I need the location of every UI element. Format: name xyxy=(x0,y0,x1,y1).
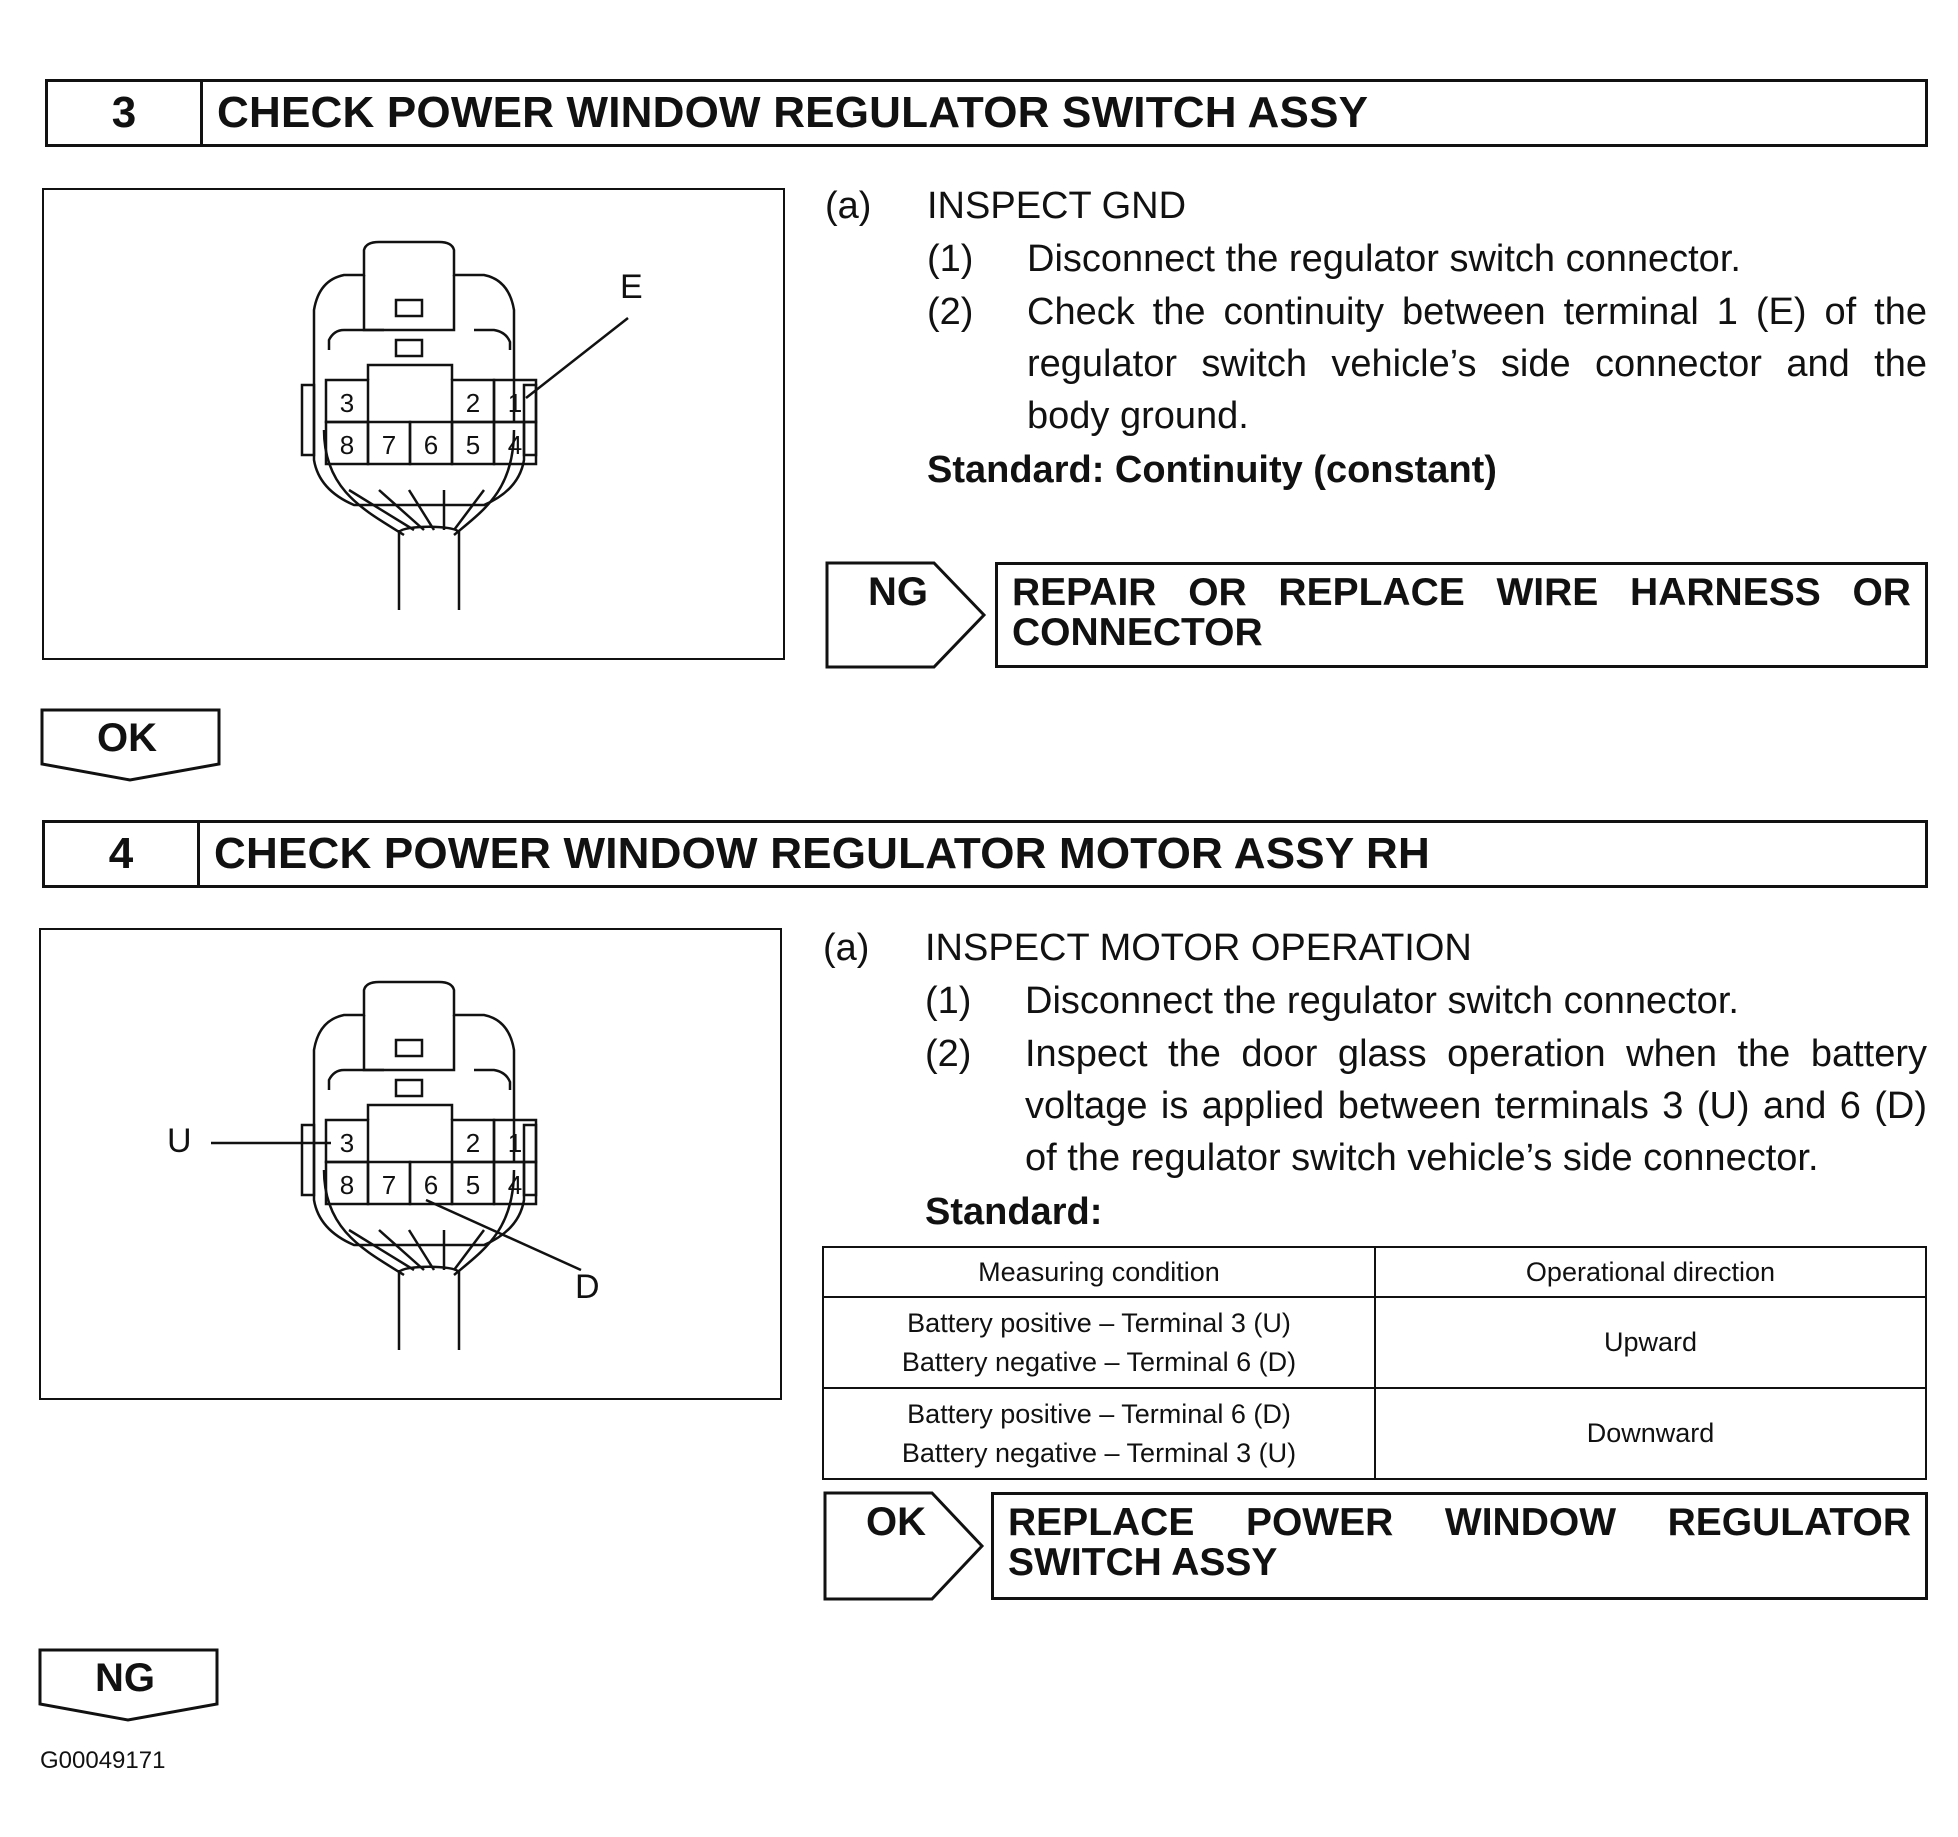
step-4-substep-title: INSPECT MOTOR OPERATION xyxy=(925,927,1472,969)
pin-label: 1 xyxy=(507,388,523,418)
table-row: Battery positive – Terminal 6 (D) Batter… xyxy=(822,1387,1927,1480)
step-4-ok-arrow-tab xyxy=(823,1491,985,1601)
pin-label: 3 xyxy=(339,388,355,418)
condition-line: Battery negative – Terminal 6 (D) xyxy=(901,1346,1297,1377)
result-word: WIRE xyxy=(1496,571,1599,614)
result-word: REPAIR xyxy=(1012,571,1157,614)
standard-table: Measuring condition Operational directio… xyxy=(822,1246,1927,1480)
step-3-instruction-1: Disconnect the regulator switch connecto… xyxy=(1027,238,1741,280)
table-cell-condition: Battery positive – Terminal 3 (U) Batter… xyxy=(822,1296,1376,1389)
step-4-instruction-2-num: (2) xyxy=(925,1033,972,1075)
table-cell-direction: Downward xyxy=(1374,1387,1927,1480)
connector-diagram-3 xyxy=(300,240,629,610)
table-row: Battery positive – Terminal 3 (U) Batter… xyxy=(822,1296,1927,1389)
pin-label: 8 xyxy=(339,430,355,460)
table-cell-condition: Battery positive – Terminal 6 (D) Batter… xyxy=(822,1387,1376,1480)
step-4-substep-marker: (a) xyxy=(823,927,870,969)
step-3-connector-figure: 3 2 1 8 7 6 5 4 E xyxy=(42,188,785,660)
table-header-row: Measuring condition Operational directio… xyxy=(822,1246,1927,1298)
result-word: OR xyxy=(1188,571,1247,614)
callout-d: D xyxy=(575,1268,600,1306)
pin-label: 2 xyxy=(465,1128,481,1158)
pin-label: 6 xyxy=(423,1170,439,1200)
condition-line: Battery positive – Terminal 6 (D) xyxy=(907,1398,1291,1429)
step-4-instruction-2: Inspect the door glass operation when th… xyxy=(1025,1033,1927,1179)
step-4-number: 4 xyxy=(45,823,200,885)
pin-label: 4 xyxy=(507,1170,523,1200)
step-4-ok-result-box: REPLACE POWER WINDOW REGULATOR SWITCH AS… xyxy=(991,1492,1928,1600)
step-3-ng-arrow-tab xyxy=(825,561,987,669)
step-3-header: 3 CHECK POWER WINDOW REGULATOR SWITCH AS… xyxy=(45,79,1928,147)
step-4-header: 4 CHECK POWER WINDOW REGULATOR MOTOR ASS… xyxy=(42,820,1928,888)
result-word: OR xyxy=(1852,571,1911,614)
pin-label: 7 xyxy=(381,430,397,460)
step-3-ng-label: NG xyxy=(868,570,928,614)
callout-e: E xyxy=(620,268,643,306)
step-3-instruction-2-num: (2) xyxy=(927,291,974,333)
result-word: REPLACE xyxy=(1278,571,1465,614)
step-4-title: CHECK POWER WINDOW REGULATOR MOTOR ASSY … xyxy=(214,829,1430,878)
result-word: HARNESS xyxy=(1630,571,1821,614)
result-word: REGULATOR xyxy=(1667,1501,1911,1544)
ng-flow-arrow xyxy=(38,1648,219,1722)
table-header: Measuring condition xyxy=(822,1246,1376,1298)
step-4-ok-label: OK xyxy=(866,1500,926,1544)
condition-line: Battery positive – Terminal 3 (U) xyxy=(907,1307,1291,1338)
result-word: POWER xyxy=(1245,1501,1394,1544)
ok-flow-arrow xyxy=(40,708,221,782)
step-3-standard: Standard: Continuity (constant) xyxy=(927,449,1497,491)
step-4-standard: Standard: xyxy=(925,1191,1103,1233)
pin-label: 8 xyxy=(339,1170,355,1200)
step-3-number: 3 xyxy=(48,82,203,144)
pin-label: 5 xyxy=(465,1170,481,1200)
result-line-2: CONNECTOR xyxy=(1012,611,1263,654)
condition-line: Battery negative – Terminal 3 (U) xyxy=(901,1437,1297,1468)
pin-label: 7 xyxy=(381,1170,397,1200)
result-line-2: SWITCH ASSY xyxy=(1008,1541,1278,1584)
step-3-title: CHECK POWER WINDOW REGULATOR SWITCH ASSY xyxy=(217,88,1369,137)
result-word: REPLACE xyxy=(1008,1501,1195,1544)
result-word: WINDOW xyxy=(1444,1501,1617,1544)
pin-label: 3 xyxy=(339,1128,355,1158)
step-3-instruction-1-num: (1) xyxy=(927,238,974,280)
step-3-ng-result-box: REPAIR OR REPLACE WIRE HARNESS OR CONNEC… xyxy=(995,562,1928,668)
step-4-instruction-1-num: (1) xyxy=(925,980,972,1022)
table-cell-direction: Upward xyxy=(1374,1296,1927,1389)
step-3-substep-title: INSPECT GND xyxy=(927,185,1187,227)
pin-label: 4 xyxy=(507,430,523,460)
step-4-instruction-1: Disconnect the regulator switch connecto… xyxy=(1025,980,1739,1022)
pin-label: 5 xyxy=(465,430,481,460)
step-3-substep-marker: (a) xyxy=(825,185,872,227)
pin-label: 1 xyxy=(507,1128,523,1158)
connector-diagram-4 xyxy=(211,980,582,1350)
ok-flow-label: OK xyxy=(97,716,157,760)
table-header: Operational direction xyxy=(1374,1246,1927,1298)
pin-label: 2 xyxy=(465,388,481,418)
step-3-instruction-2: Check the continuity between terminal 1 … xyxy=(1027,291,1927,437)
pin-label: 6 xyxy=(423,430,439,460)
step-4-connector-figure: 3 2 1 8 7 6 5 4 U D xyxy=(39,928,782,1400)
callout-u: U xyxy=(167,1122,192,1160)
figure-code: G00049171 xyxy=(40,1747,166,1774)
ng-flow-label: NG xyxy=(95,1656,155,1700)
